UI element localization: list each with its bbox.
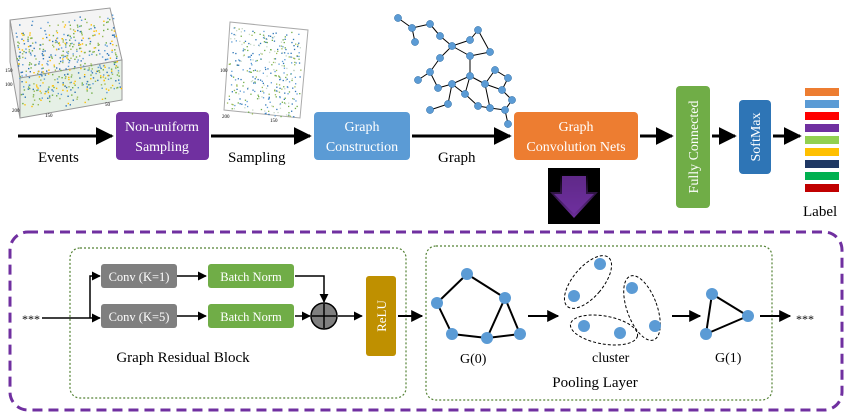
- label-bar: [805, 124, 839, 132]
- conv-k1-block: Conv (K=1): [101, 264, 177, 288]
- expand-down-arrow-icon: [548, 168, 600, 224]
- label-text: Label: [803, 204, 837, 220]
- graph-g1: [700, 288, 754, 340]
- softmax-block: SoftMax: [739, 100, 771, 174]
- g0-label: G(0): [460, 352, 487, 367]
- label-bar: [805, 100, 839, 108]
- non-uniform-sampling-block: Non-uniform Sampling: [116, 112, 209, 160]
- g1-label: G(1): [715, 351, 742, 366]
- svg-text:Batch Norm: Batch Norm: [220, 310, 282, 324]
- batch-norm-bottom-block: Batch Norm: [208, 304, 294, 328]
- graph-label: Graph: [438, 150, 476, 166]
- svg-text:150: 150: [270, 119, 278, 124]
- clusters: [563, 255, 661, 346]
- pooling-layer-container: [425, 245, 773, 401]
- label-bar: [805, 160, 839, 168]
- svg-text:100: 100: [5, 83, 13, 88]
- sampling-label: Sampling: [228, 150, 286, 166]
- label-bar: [805, 88, 839, 96]
- label-bar: [805, 148, 839, 156]
- svg-text:200: 200: [12, 109, 20, 114]
- svg-text:Construction: Construction: [326, 140, 398, 155]
- graph-g0: [431, 268, 526, 344]
- label-color-bars: [805, 88, 839, 192]
- pooling-layer-title: Pooling Layer: [552, 375, 637, 391]
- relu-block: ReLU: [366, 276, 396, 356]
- svg-text:100: 100: [220, 69, 228, 74]
- events-label: Events: [38, 150, 79, 166]
- constructed-graph: [394, 14, 516, 128]
- svg-text:Graph: Graph: [345, 120, 380, 135]
- label-bar: [805, 112, 839, 120]
- sampled-events-plot: 100 200 150: [220, 21, 309, 124]
- label-bar: [805, 184, 839, 192]
- residual-connections: [42, 271, 363, 323]
- ellipsis-left: ***: [22, 312, 40, 326]
- cluster-label: cluster: [592, 351, 630, 366]
- svg-text:150: 150: [5, 69, 13, 74]
- svg-text:200: 200: [222, 115, 230, 120]
- detail-dashed-box: [8, 230, 844, 412]
- fully-connected-block: Fully Connected: [676, 86, 710, 208]
- svg-text:Fully Connected: Fully Connected: [687, 101, 702, 194]
- label-bar: [805, 172, 839, 180]
- gcn-block: Graph Convolution Nets: [514, 112, 638, 160]
- graph-construction-block: Graph Construction: [314, 112, 410, 160]
- svg-text:Conv (K=5): Conv (K=5): [109, 310, 170, 324]
- svg-text:Graph: Graph: [559, 120, 594, 135]
- svg-text:ReLU: ReLU: [374, 300, 389, 332]
- svg-text:150: 150: [45, 114, 53, 119]
- batch-norm-top-block: Batch Norm: [208, 264, 294, 288]
- svg-text:Conv (K=1): Conv (K=1): [109, 270, 170, 284]
- svg-text:Sampling: Sampling: [135, 140, 189, 155]
- conv-k5-block: Conv (K=5): [101, 304, 177, 328]
- svg-text:Convolution Nets: Convolution Nets: [526, 140, 625, 155]
- label-bar: [805, 136, 839, 144]
- svg-text:SoftMax: SoftMax: [749, 113, 764, 162]
- svg-text:Batch Norm: Batch Norm: [220, 270, 282, 284]
- svg-text:Non-uniform: Non-uniform: [125, 120, 199, 135]
- add-operator-icon: [310, 302, 338, 330]
- svg-text:50: 50: [105, 103, 111, 108]
- ellipsis-right: ***: [796, 312, 814, 326]
- residual-block-title: Graph Residual Block: [116, 350, 250, 366]
- events-3d-plot: 150 100 200 150 50: [5, 7, 123, 119]
- residual-block-container: [69, 247, 407, 399]
